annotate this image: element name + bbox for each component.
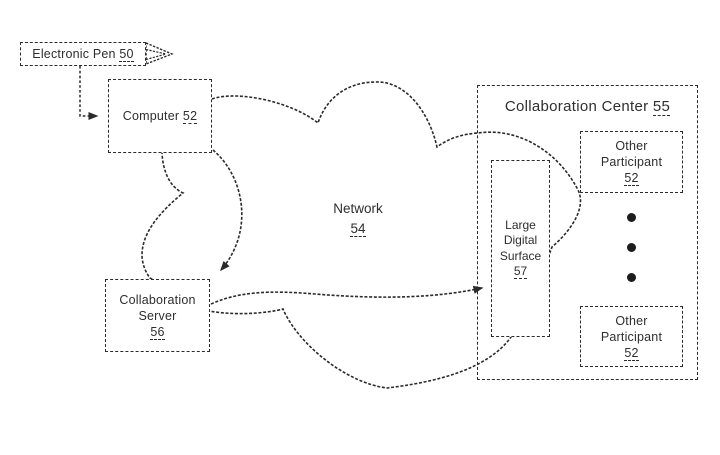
electronic-pen-box: Electronic Pen 50 bbox=[20, 42, 146, 66]
collaboration-center-ref: 55 bbox=[652, 98, 671, 116]
electronic-pen-label: Electronic Pen bbox=[32, 47, 116, 61]
other-participant-bottom-box: Other Participant 52 bbox=[580, 306, 683, 367]
surface-ref: 57 bbox=[513, 263, 528, 279]
collaboration-server-box: Collaboration Server 56 bbox=[105, 279, 210, 352]
computer-label-row: Computer 52 bbox=[122, 108, 198, 124]
participant-bottom-line1: Other bbox=[615, 313, 648, 328]
pen-tip-lines bbox=[145, 48, 167, 61]
arrow-computer-to-server bbox=[212, 149, 243, 272]
computer-label: Computer bbox=[122, 109, 180, 123]
large-digital-surface-box: Large Digital Surface 57 bbox=[491, 160, 550, 337]
network-ref: 54 bbox=[350, 221, 366, 238]
computer-box: Computer 52 bbox=[108, 79, 212, 153]
network-label: Network 54 bbox=[308, 199, 408, 240]
participant-top-ref: 52 bbox=[624, 171, 639, 186]
surface-label-line2: Digital bbox=[503, 233, 538, 248]
surface-label-line3: Surface bbox=[499, 248, 542, 263]
vertical-ellipsis-dot bbox=[627, 213, 636, 222]
collaboration-center-label: Collaboration Center bbox=[504, 98, 649, 115]
participant-bottom-line2: Participant bbox=[600, 329, 663, 344]
collaboration-center-title: Collaboration Center 55 bbox=[504, 97, 671, 116]
computer-ref: 52 bbox=[182, 109, 198, 124]
arrow-server-to-surface bbox=[210, 285, 484, 305]
arrow-pen-to-computer bbox=[79, 66, 99, 120]
vertical-ellipsis-dot bbox=[627, 273, 636, 282]
vertical-ellipsis-dot bbox=[627, 243, 636, 252]
participant-top-line2: Participant bbox=[600, 155, 663, 169]
pen-tip-icon bbox=[145, 41, 174, 66]
server-label-line2: Server bbox=[138, 308, 177, 323]
other-participant-top-box: Other Participant 52 bbox=[580, 131, 683, 193]
server-label-line1: Collaboration bbox=[119, 292, 196, 307]
electronic-pen-label-row: Electronic Pen 50 bbox=[32, 46, 134, 62]
network-name: Network bbox=[333, 201, 383, 216]
electronic-pen-ref: 50 bbox=[119, 47, 134, 62]
participant-top-line1: Other bbox=[615, 139, 648, 153]
server-ref: 56 bbox=[150, 324, 165, 340]
participant-bottom-ref: 52 bbox=[624, 345, 639, 361]
surface-label-line1: Large bbox=[505, 217, 536, 232]
